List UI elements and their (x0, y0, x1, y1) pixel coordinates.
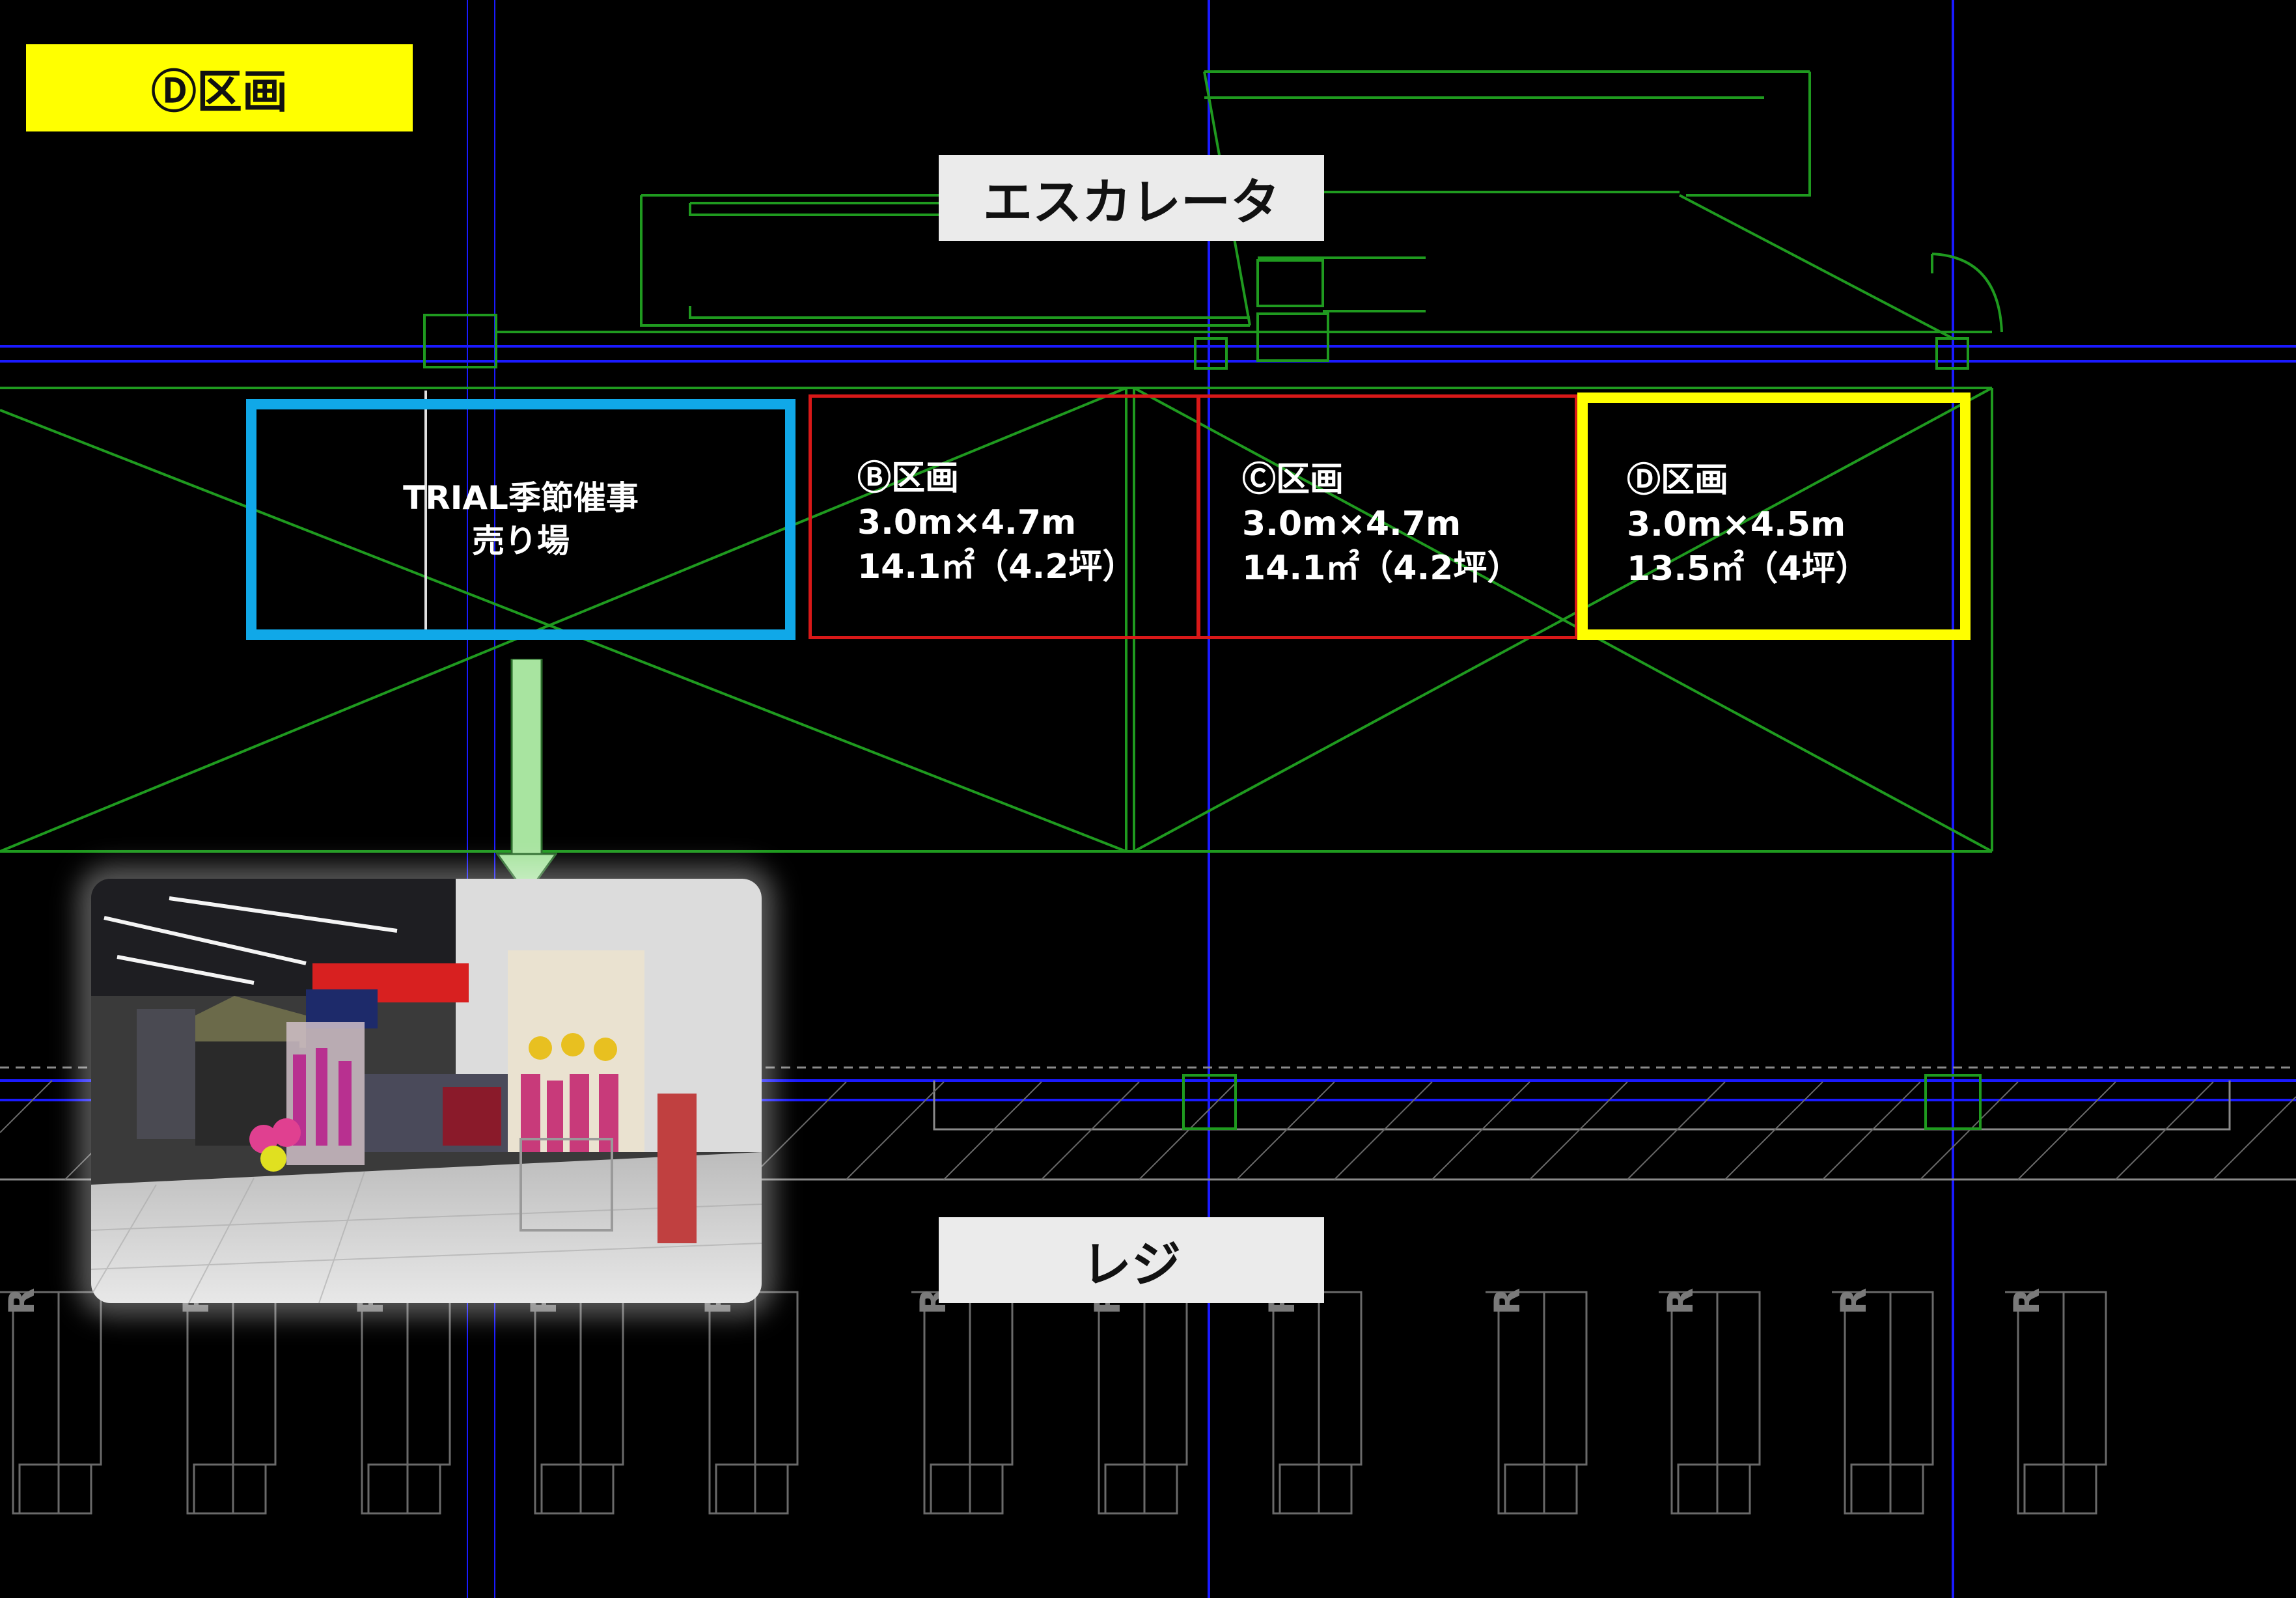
checkout-stand (18, 1463, 92, 1515)
zone-b: Ⓑ区画 3.0m×4.7m 14.1㎡（4.2坪） (809, 394, 1200, 639)
checkout-counter (1716, 1291, 1761, 1466)
checkout-stand (715, 1463, 789, 1515)
checkout-stand (1850, 1463, 1924, 1515)
checkout-stand (2023, 1463, 2097, 1515)
checkout-lane-outline (1659, 1291, 1761, 1515)
down-arrow-icon (496, 659, 557, 896)
store-photo (91, 879, 762, 1303)
zone-c-name: Ⓒ区画 (1242, 460, 1344, 499)
zone-d-text: Ⓓ区画 3.0m×4.5m 13.5㎡（4坪） (1627, 458, 1869, 591)
checkout-stand (1677, 1463, 1751, 1515)
zone-trial-seasonal-sales-area: TRIAL季節催事 売り場 (246, 399, 795, 640)
zone-trial-line1: TRIAL季節催事 (403, 479, 639, 517)
register-mark: R (1660, 1288, 1701, 1315)
checkout-stand (540, 1463, 615, 1515)
checkout-stand (930, 1463, 1004, 1515)
checkout-lane-outline (349, 1291, 451, 1515)
register-mark: R (2006, 1288, 2047, 1315)
checkout-lane-outline (1832, 1291, 1934, 1515)
checkout-lane-outline (174, 1291, 277, 1515)
escalator-label: エスカレータ (939, 155, 1324, 241)
checkout-lane-outline (1086, 1291, 1188, 1515)
checkout-counter (754, 1291, 799, 1466)
checkout-stand (1504, 1463, 1578, 1515)
checkout-lanes: RRRRRRRRRRRR (0, 1288, 2107, 1515)
register-mark: R (1, 1288, 42, 1315)
checkout-counter (57, 1291, 102, 1466)
checkout-counter (1889, 1291, 1934, 1466)
checkout-lane-outline (697, 1291, 799, 1515)
checkout-counter (1318, 1291, 1362, 1466)
zone-c-dimensions: 3.0m×4.7m (1242, 504, 1461, 544)
checkout-counter (579, 1291, 624, 1466)
checkout-counter (1543, 1291, 1588, 1466)
checkout-stand (1104, 1463, 1178, 1515)
checkout-lane-outline (522, 1291, 624, 1515)
checkout-stand (193, 1463, 267, 1515)
checkout-counter (406, 1291, 451, 1466)
zone-d: Ⓓ区画 3.0m×4.5m 13.5㎡（4坪） (1577, 393, 1971, 640)
checkout-counter (232, 1291, 277, 1466)
zone-trial-line2: 売り場 (472, 522, 570, 560)
checkout-stand (367, 1463, 441, 1515)
checkout-counter (969, 1291, 1014, 1466)
register-mark: R (1487, 1288, 1528, 1315)
zone-d-name: Ⓓ区画 (1627, 461, 1729, 500)
checkout-lane-outline (2005, 1291, 2107, 1515)
zone-b-name: Ⓑ区画 (857, 459, 960, 498)
floor-structure-lines (0, 331, 1993, 853)
zone-c-text: Ⓒ区画 3.0m×4.7m 14.1㎡（4.2坪） (1242, 458, 1521, 590)
zone-c: Ⓒ区画 3.0m×4.7m 14.1㎡（4.2坪） (1196, 394, 1578, 639)
checkout-lane-outline (0, 1291, 102, 1515)
checkout-counter (1143, 1291, 1188, 1466)
zone-b-dimensions: 3.0m×4.7m (857, 503, 1077, 542)
checkout-lane-outline (1486, 1291, 1588, 1515)
store-photo-image (91, 879, 762, 1303)
register-mark: R (1833, 1288, 1874, 1315)
register-label: レジ (939, 1217, 1324, 1303)
zone-d-dimensions: 3.0m×4.5m (1627, 505, 1846, 544)
page-title-badge: Ⓓ区画 (26, 44, 413, 131)
zone-d-area: 13.5㎡（4坪） (1627, 549, 1870, 588)
zone-b-area: 14.1㎡（4.2坪） (857, 547, 1137, 586)
checkout-lane-outline (911, 1291, 1014, 1515)
checkout-stand (1279, 1463, 1353, 1515)
zone-c-area: 14.1㎡（4.2坪） (1242, 549, 1521, 588)
checkout-counter (2062, 1291, 2107, 1466)
zone-b-text: Ⓑ区画 3.0m×4.7m 14.1㎡（4.2坪） (857, 456, 1136, 589)
checkout-lane-outline (1260, 1291, 1362, 1515)
